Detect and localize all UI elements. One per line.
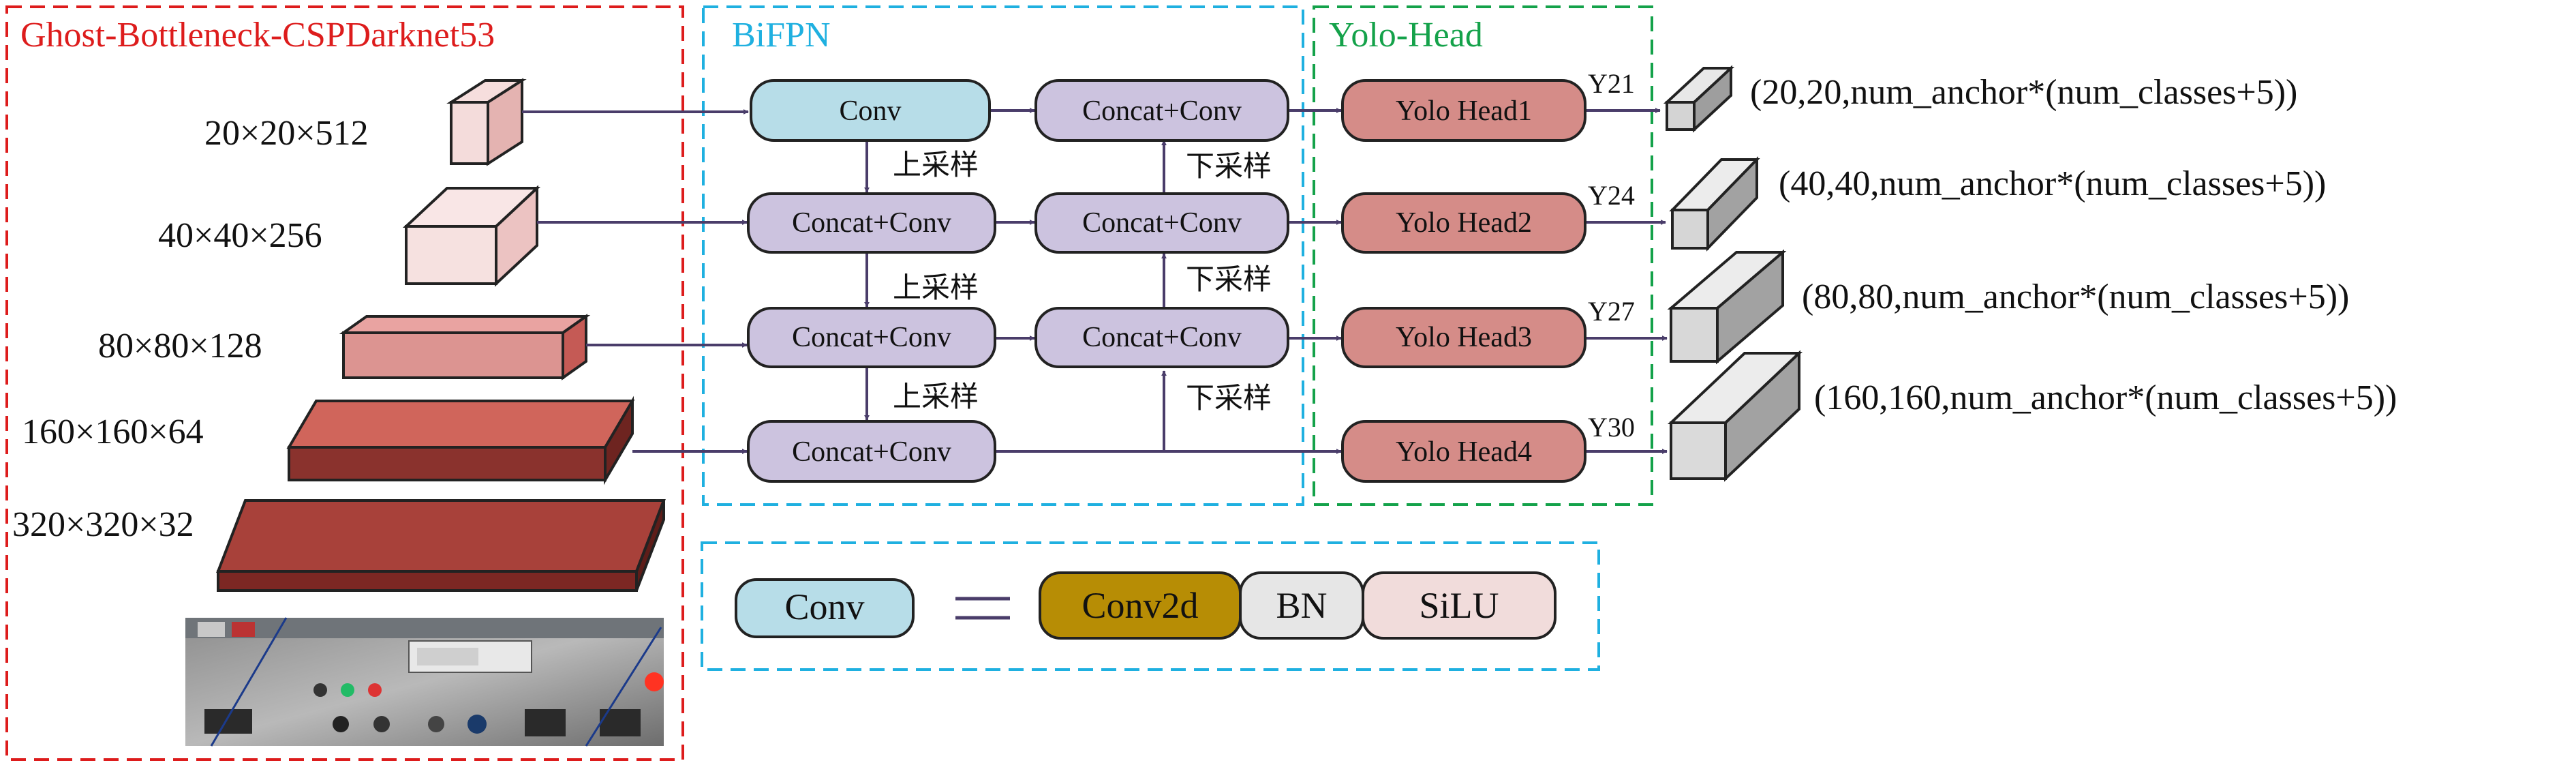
concat-conv-node-r2: Concat+Conv [1034,192,1289,254]
legend-conv: Conv [735,578,915,638]
concat-conv-label: Concat+Conv [1082,207,1242,239]
backbone-title: Ghost-Bottleneck-CSPDarknet53 [20,16,495,55]
legend-equals: = [955,597,1010,620]
concat-conv-node-l4: Concat+Conv [747,420,996,483]
output-cube-3 [1667,249,1787,365]
legend-frame [701,541,1600,671]
output-cube-1 [1663,65,1735,133]
feature-label-20: 20×20×512 [204,114,369,153]
feature-label-40: 40×40×256 [158,216,322,255]
output-tag-y24: Y24 [1588,180,1635,211]
bifpn-conv-node: Conv [750,79,991,142]
feature-block-40 [402,185,541,287]
legend-conv-label: Conv [784,586,864,627]
feature-label-320: 320×320×32 [12,505,194,544]
output-tag-y21: Y21 [1588,68,1635,99]
output-tag-y27: Y27 [1588,296,1635,327]
legend-silu: SiLU [1362,571,1557,640]
legend-conv2d-label: Conv2d [1082,585,1198,626]
backbone-frame [5,5,684,761]
concat-conv-label: Concat+Conv [1082,322,1242,353]
yolo-head-4: Yolo Head4 [1341,420,1586,483]
output-shape-3: (80,80,num_anchor*(num_classes+5)) [1802,278,2349,316]
yolo-head-3: Yolo Head3 [1341,307,1586,368]
output-shape-4: (160,160,num_anchor*(num_classes+5)) [1814,378,2397,417]
upsample-label-1: 上采样 [893,148,979,181]
output-cube-4 [1667,350,1803,482]
head-frame [1313,5,1653,506]
yolo-head-2: Yolo Head2 [1341,192,1586,254]
downsample-label-1: 下采样 [1186,149,1272,183]
input-image [185,617,664,747]
concat-conv-label: Concat+Conv [792,436,951,468]
feature-block-80 [339,314,591,380]
upsample-label-3: 上采样 [893,380,979,413]
feature-block-160 [286,395,635,485]
concat-conv-node-l3: Concat+Conv [747,307,996,368]
feature-block-20 [446,78,527,166]
downsample-label-2: 下采样 [1186,263,1272,296]
yolo-head-1-label: Yolo Head1 [1396,95,1532,127]
yolo-head-2-label: Yolo Head2 [1396,207,1532,239]
head-title: Yolo-Head [1329,16,1483,55]
bifpn-frame [702,5,1304,506]
concat-conv-label: Concat+Conv [1082,95,1242,127]
upsample-label-2: 上采样 [893,271,979,304]
yolo-head-3-label: Yolo Head3 [1396,322,1532,353]
yolo-head-1: Yolo Head1 [1341,79,1586,142]
feature-label-160: 160×160×64 [22,413,204,451]
output-shape-2: (40,40,num_anchor*(num_classes+5)) [1779,164,2326,203]
concat-conv-label: Concat+Conv [792,322,951,353]
connections [522,108,1668,454]
feature-block-320 [216,499,666,592]
legend-bn: BN [1239,571,1364,640]
feature-label-80: 80×80×128 [98,327,262,365]
legend-conv2d: Conv2d [1039,571,1242,640]
concat-conv-node-r3: Concat+Conv [1034,307,1289,368]
concat-conv-node-l2: Concat+Conv [747,192,996,254]
output-tag-y30: Y30 [1588,412,1635,443]
concat-conv-node-r1: Concat+Conv [1034,79,1289,142]
conv-node-label: Conv [839,95,901,127]
legend-equals-text: = [982,613,983,614]
bifpn-title: BiFPN [732,16,831,55]
output-cube-2 [1669,156,1760,252]
output-shape-1: (20,20,num_anchor*(num_classes+5)) [1750,73,2297,112]
legend-bn-label: BN [1276,585,1327,626]
concat-conv-label: Concat+Conv [792,207,951,239]
legend-silu-label: SiLU [1419,585,1499,626]
yolo-head-4-label: Yolo Head4 [1396,436,1532,468]
downsample-label-3: 下采样 [1186,381,1272,415]
